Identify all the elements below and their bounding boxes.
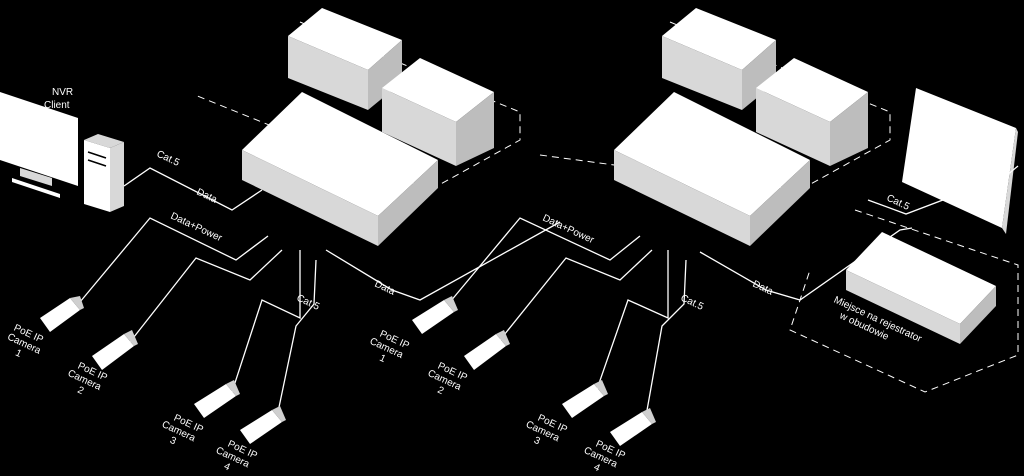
camera-icon bbox=[562, 380, 608, 418]
svg-text:1: 1 bbox=[13, 348, 23, 361]
wire-data-out bbox=[325, 221, 561, 301]
label-data-recorder: Data bbox=[751, 279, 775, 298]
enclosure-door-panel bbox=[902, 88, 1018, 234]
label-cat5-cams: Cat.5 bbox=[295, 293, 322, 313]
camera-label-3: PoE IP Camera 3 bbox=[160, 413, 205, 448]
camera-label-3: PoE IP Camera 3 bbox=[524, 413, 569, 448]
camera-icon bbox=[40, 296, 84, 332]
camera-icon bbox=[464, 330, 510, 370]
svg-text:4: 4 bbox=[592, 462, 602, 475]
enclosure-panel-back-left bbox=[288, 8, 402, 110]
enclosure-panel-back-right bbox=[756, 58, 868, 166]
label-data-nvr: Data bbox=[195, 187, 219, 206]
label-data-out: Data bbox=[373, 279, 397, 298]
svg-text:2: 2 bbox=[436, 385, 446, 398]
wire-cam4 bbox=[277, 259, 317, 413]
label-data-power: Data+Power bbox=[541, 213, 596, 247]
left-system: NVR Client Cat.5 Data Data+Power Cat.5 D… bbox=[0, 8, 561, 474]
wire-cam1 bbox=[449, 217, 641, 303]
label-cat5-cams: Cat.5 bbox=[679, 293, 706, 313]
recorder-enclosure-outline bbox=[789, 209, 1019, 393]
svg-text:2: 2 bbox=[76, 385, 86, 398]
svg-text:3: 3 bbox=[168, 435, 178, 448]
camera-label-1: PoE IP Camera 1 bbox=[5, 323, 45, 361]
recorder-box bbox=[846, 232, 996, 344]
camera-icon bbox=[92, 330, 138, 370]
camera-label-1: PoE IP Camera 1 bbox=[368, 329, 411, 366]
right-poe-switch bbox=[614, 92, 810, 246]
wire-cam3 bbox=[595, 250, 669, 393]
left-poe-switch bbox=[242, 92, 438, 246]
camera-icon bbox=[412, 296, 458, 334]
wire-cam3 bbox=[231, 250, 301, 393]
camera-icon bbox=[610, 408, 656, 446]
camera-icon bbox=[240, 406, 286, 444]
nvr-pc-tower-icon bbox=[84, 134, 124, 212]
svg-text:4: 4 bbox=[222, 461, 232, 474]
nvr-label-line1: NVR bbox=[52, 87, 73, 98]
wire-data-recorder bbox=[699, 227, 913, 301]
wire-cam1 bbox=[79, 217, 269, 303]
wire-cam2 bbox=[499, 249, 653, 341]
nvr-label-line2: Client bbox=[44, 100, 70, 111]
wire-cam2 bbox=[129, 249, 283, 343]
camera-label-2: PoE IP Camera 2 bbox=[426, 361, 469, 398]
enclosure-panel-back-left bbox=[662, 8, 776, 110]
wire-cam4 bbox=[645, 259, 687, 417]
wire-cat5-door bbox=[867, 165, 1019, 215]
enclosure-panel-back-right bbox=[382, 58, 494, 166]
label-cat5-door: Cat.5 bbox=[885, 193, 912, 213]
label-cat5-nvr: Cat.5 bbox=[155, 149, 182, 169]
camera-icon bbox=[194, 380, 240, 418]
nvr-monitor-icon bbox=[0, 92, 78, 198]
svg-text:1: 1 bbox=[378, 353, 388, 366]
svg-text:3: 3 bbox=[532, 435, 542, 448]
wire-nvr-to-switch bbox=[123, 167, 263, 211]
label-data-power: Data+Power bbox=[169, 211, 224, 245]
